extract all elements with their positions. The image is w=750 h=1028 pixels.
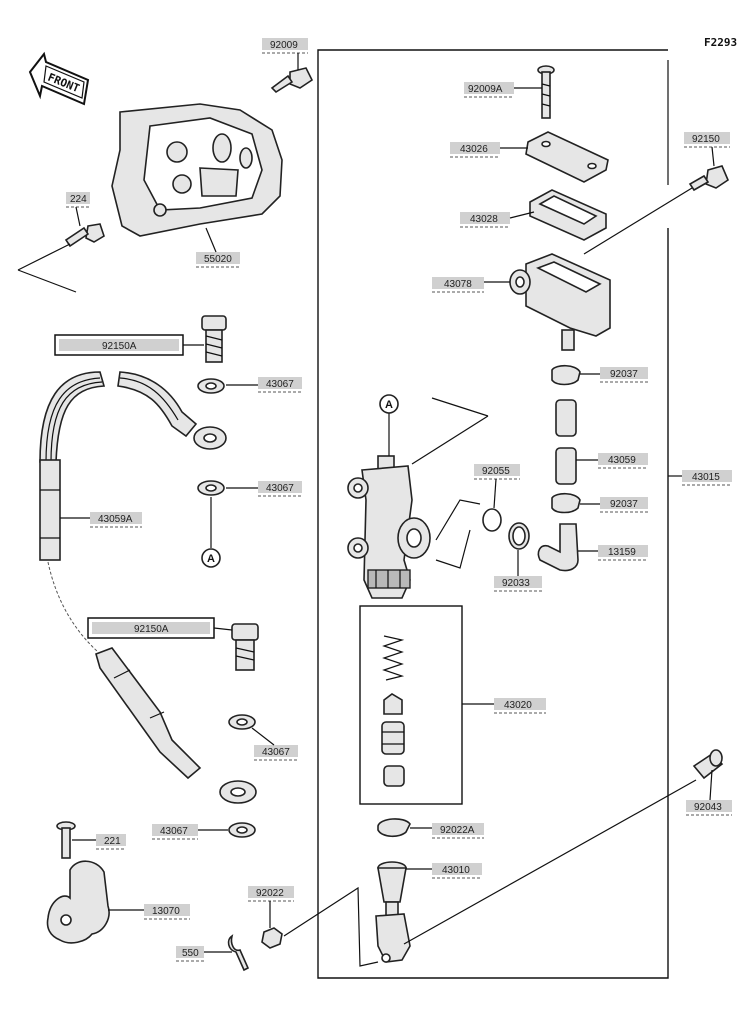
label-92022: 92022 bbox=[248, 886, 294, 928]
svg-text:92022A: 92022A bbox=[440, 825, 475, 836]
svg-text:92150: 92150 bbox=[692, 134, 720, 145]
assembly-box bbox=[317, 49, 669, 979]
label-43067-c: 43067 bbox=[251, 727, 298, 761]
label-43026: 43026 bbox=[450, 142, 528, 158]
cotter-pin bbox=[227, 934, 250, 972]
nut-92022 bbox=[261, 927, 283, 949]
reservoir-cap bbox=[525, 131, 609, 183]
label-221: 221 bbox=[72, 834, 126, 850]
label-92150A-top: 92150A bbox=[54, 334, 204, 356]
svg-text:221: 221 bbox=[104, 836, 121, 847]
label-13070: 13070 bbox=[108, 904, 190, 920]
label-550: 550 bbox=[176, 946, 232, 962]
banjo-bolt-top bbox=[201, 315, 227, 363]
svg-text:43067: 43067 bbox=[266, 379, 294, 390]
svg-text:43059A: 43059A bbox=[98, 514, 133, 525]
label-13159: 13159 bbox=[578, 545, 648, 561]
hose-fitting bbox=[537, 523, 579, 572]
banjo-bolt-bottom bbox=[231, 623, 259, 671]
label-43028: 43028 bbox=[460, 211, 535, 228]
label-92033: 92033 bbox=[494, 550, 542, 592]
label-92037-b: 92037 bbox=[580, 497, 648, 513]
o-ring bbox=[482, 508, 502, 532]
diagram-code: F2293 bbox=[704, 36, 737, 49]
label-92009: 92009 bbox=[262, 38, 308, 70]
reservoir-hose-upper bbox=[555, 399, 577, 437]
hose-clip-b bbox=[551, 492, 581, 514]
label-92150: 92150 bbox=[684, 132, 730, 167]
svg-text:43067: 43067 bbox=[266, 483, 294, 494]
hose-clip-a bbox=[551, 364, 581, 386]
rear-brake-guard bbox=[111, 103, 283, 237]
svg-text:92037: 92037 bbox=[610, 369, 638, 380]
screw-92009A bbox=[537, 65, 555, 119]
svg-text:550: 550 bbox=[182, 948, 199, 959]
push-rod bbox=[375, 861, 411, 963]
svg-text:43020: 43020 bbox=[504, 700, 532, 711]
svg-text:92033: 92033 bbox=[502, 578, 530, 589]
svg-text:55020: 55020 bbox=[204, 254, 232, 265]
label-92037-a: 92037 bbox=[580, 367, 648, 383]
svg-text:92055: 92055 bbox=[482, 466, 510, 477]
label-92022A: 92022A bbox=[410, 823, 484, 839]
svg-text:92022: 92022 bbox=[256, 888, 284, 899]
bolt-92150 bbox=[688, 165, 729, 192]
svg-text:224: 224 bbox=[70, 194, 87, 205]
reservoir-hose-lower bbox=[555, 447, 577, 485]
label-43067-d: 43067 bbox=[152, 824, 228, 840]
label-55020: 55020 bbox=[196, 227, 240, 268]
label-92055: 92055 bbox=[474, 464, 520, 509]
circlip-92022A bbox=[377, 818, 411, 838]
svg-text:43067: 43067 bbox=[160, 826, 188, 837]
svg-text:43059: 43059 bbox=[608, 455, 636, 466]
label-92150A-bottom: 92150A bbox=[87, 617, 233, 639]
reference-a-lower-label: A bbox=[207, 553, 215, 565]
brake-hose bbox=[39, 371, 257, 804]
label-43010: 43010 bbox=[406, 863, 482, 879]
svg-text:92150A: 92150A bbox=[102, 341, 137, 352]
svg-text:92043: 92043 bbox=[694, 802, 722, 813]
label-43059: 43059 bbox=[576, 453, 648, 469]
screw-221 bbox=[56, 821, 76, 859]
front-arrow-icon: FRONT bbox=[28, 51, 90, 106]
svg-text:92009: 92009 bbox=[270, 40, 298, 51]
label-43059A: 43059A bbox=[60, 512, 142, 528]
svg-text:92037: 92037 bbox=[610, 499, 638, 510]
label-43067-b: 43067 bbox=[226, 481, 302, 497]
master-cylinder-reservoir bbox=[509, 253, 611, 351]
label-92009A: 92009A bbox=[464, 82, 542, 98]
label-92043: 92043 bbox=[686, 769, 732, 816]
svg-text:43067: 43067 bbox=[262, 747, 290, 758]
hose-clamp bbox=[46, 860, 110, 944]
svg-text:43015: 43015 bbox=[692, 472, 720, 483]
label-43015: 43015 bbox=[668, 470, 732, 486]
svg-text:13070: 13070 bbox=[152, 906, 180, 917]
svg-text:13159: 13159 bbox=[608, 547, 636, 558]
label-43078: 43078 bbox=[432, 277, 510, 293]
reference-a-upper-label: A bbox=[385, 399, 393, 411]
svg-text:43026: 43026 bbox=[460, 144, 488, 155]
bolt-224 bbox=[64, 223, 105, 248]
piston-kit-box bbox=[359, 605, 463, 805]
master-cylinder-body bbox=[347, 455, 431, 599]
piston-kit bbox=[381, 635, 405, 787]
reference-a-lower bbox=[201, 548, 221, 568]
svg-text:92150A: 92150A bbox=[134, 624, 169, 635]
svg-text:92009A: 92009A bbox=[468, 84, 503, 95]
svg-text:43078: 43078 bbox=[444, 279, 472, 290]
bolt-92009 bbox=[270, 67, 314, 94]
label-43020: 43020 bbox=[462, 698, 546, 714]
svg-text:43010: 43010 bbox=[442, 865, 470, 876]
label-224: 224 bbox=[66, 192, 90, 227]
label-43067-a: 43067 bbox=[226, 377, 302, 393]
svg-text:43028: 43028 bbox=[470, 214, 498, 225]
